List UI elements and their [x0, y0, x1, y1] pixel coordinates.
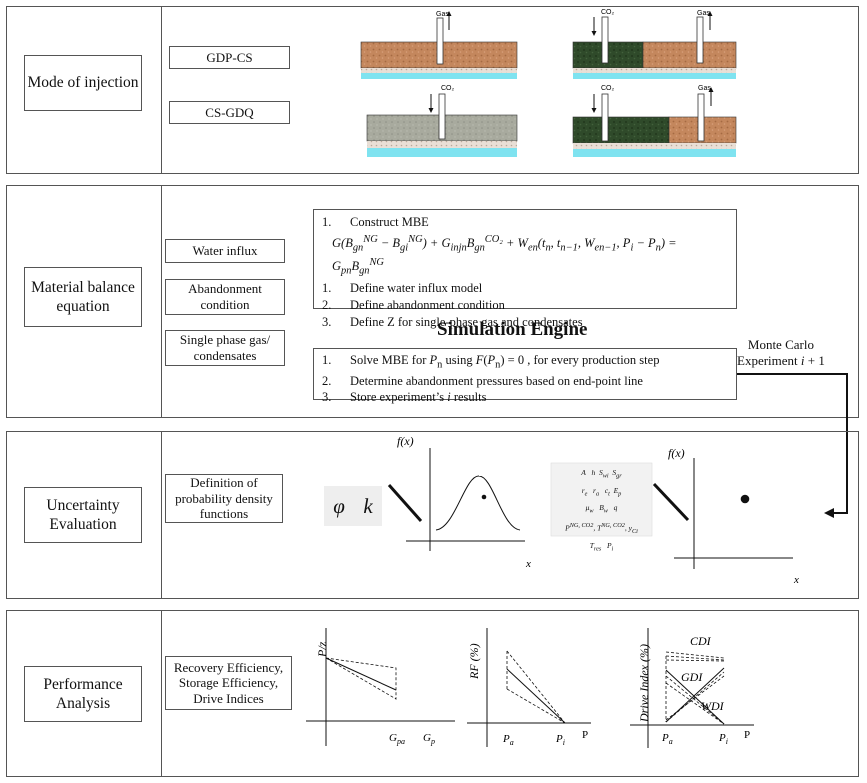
- pdf-definition-box: Definition of probability density functi…: [165, 474, 283, 523]
- drive-index-chart: CDI GDI WDI Drive Index (%) Pa Pi P: [630, 628, 754, 748]
- step-abandonment: 2.Define abandonment condition: [322, 298, 505, 313]
- uncertainty-label: Uncertainty Evaluation: [24, 487, 142, 543]
- p-tick: P: [582, 729, 588, 741]
- parameter-row: μw Bw q: [585, 503, 618, 515]
- reservoir-cs-gdq-left: CO₂: [366, 85, 518, 157]
- engine-step-solve: 1.Solve MBE for Pn using F(Pn) = 0 , for…: [322, 353, 660, 371]
- panel-divider: [161, 7, 162, 173]
- performance-input-box: Recovery Efficiency, Storage Efficiency,…: [165, 656, 292, 710]
- x-label: x: [793, 574, 799, 586]
- uncertainty-panel: Uncertainty Evaluation Definition of pro…: [6, 431, 859, 599]
- reservoir-gdp-cs-right: CO₂ Gas: [572, 9, 737, 79]
- reservoir-cs-gdq-right: CO₂ Gas: [572, 85, 737, 157]
- step-water-influx: 1.Define water influx model: [322, 281, 483, 296]
- engine-step-store: 3.Store experiment’s i results: [322, 390, 487, 405]
- mode-of-injection-panel: Mode of injection GDP-CS CS-GDQ: [6, 6, 859, 174]
- reservoir-illustrations: Gas CO₂ CO₂ Gas CO₂: [360, 9, 737, 157]
- gas-label: Gas: [697, 10, 710, 17]
- co2-label: CO₂: [601, 9, 615, 16]
- mode-of-injection-label: Mode of injection: [24, 55, 142, 111]
- single-phase-gas-box: Single phase gas/ condensates: [165, 330, 285, 366]
- water-influx-box: Water influx: [165, 239, 285, 263]
- reservoir-gdp: Gas: [360, 11, 518, 79]
- pa-tick: Pa: [502, 733, 514, 747]
- parameter-grid-box: [550, 462, 653, 537]
- k-symbol: k: [363, 493, 373, 518]
- parameter-row: re ra ct Ep: [581, 485, 622, 498]
- rf-chart: RF (%) Pa Pi P: [467, 628, 591, 747]
- abandonment-condition-box: Abandonment condition: [165, 279, 285, 315]
- simulation-engine-title: Simulation Engine: [437, 319, 588, 340]
- parameter-grid: A h Swi Sgr re ra ct Ep μw Bw q PNG, CO2…: [552, 466, 651, 556]
- fx-label: f(x): [397, 434, 414, 448]
- x-label: x: [525, 558, 531, 570]
- co2-label: CO₂: [441, 85, 455, 92]
- performance-label: Performance Analysis: [24, 666, 142, 722]
- panel-divider: [161, 611, 162, 776]
- step-define-z: 3.Define Z for single-phase gas and cond…: [322, 315, 583, 330]
- parameter-row: A h Swi Sgr: [581, 468, 622, 480]
- gas-label: Gas: [698, 85, 711, 92]
- mbe-equation: G(BgnNG − BgiNG) + GinjnBgnCO₂ + Wen(tn,…: [332, 233, 677, 277]
- phi-symbol: φ: [333, 493, 345, 518]
- wdi-label: WDI: [701, 699, 725, 713]
- material-balance-label: Material balance equation: [24, 267, 142, 327]
- pa-tick: Pa: [661, 732, 673, 746]
- pi-tick: Pi: [718, 732, 728, 746]
- co2-label: CO₂: [601, 85, 615, 92]
- gdi-label: GDI: [681, 670, 703, 684]
- gas-label: Gas: [436, 11, 449, 18]
- mbe-construct-block: 1.Construct MBE G(BgnNG − BgiNG) + Ginjn…: [313, 209, 737, 329]
- parameter-row: PNG, CO2, TNG, CO2, yCi: [565, 521, 638, 535]
- simulation-engine-block: 1.Solve MBE for Pn using F(Pn) = 0 , for…: [313, 348, 737, 404]
- drive-index-ylabel: Drive Index (%): [637, 644, 651, 723]
- engine-step-abandonment: 2.Determine abandonment pressures based …: [322, 373, 643, 388]
- p-tick: P: [744, 729, 750, 741]
- gp-tick: Gp: [423, 732, 435, 746]
- performance-panel: Performance Analysis Recovery Efficiency…: [6, 610, 859, 777]
- rf-ylabel: RF (%): [467, 643, 481, 680]
- pi-tick: Pi: [555, 733, 565, 747]
- fx-label: f(x): [668, 446, 685, 460]
- gpa-tick: Gpa: [389, 732, 405, 746]
- pz-chart: P/z Gpa Gp: [306, 628, 455, 746]
- phi-k-box: φ k: [324, 486, 382, 526]
- monte-carlo-label: Monte Carlo Experiment i + 1: [737, 337, 825, 369]
- parameter-row: Tres Pi: [589, 540, 614, 553]
- pz-ylabel: P/z: [315, 641, 329, 658]
- panel-divider: [161, 186, 162, 417]
- material-balance-panel: Material balance equation Water influx A…: [6, 185, 859, 418]
- option-gdp-cs: GDP-CS: [169, 46, 290, 69]
- option-cs-gdq: CS-GDQ: [169, 101, 290, 124]
- cdi-label: CDI: [690, 634, 712, 648]
- step-construct-mbe: 1.Construct MBE: [322, 215, 429, 229]
- panel-divider: [161, 432, 162, 598]
